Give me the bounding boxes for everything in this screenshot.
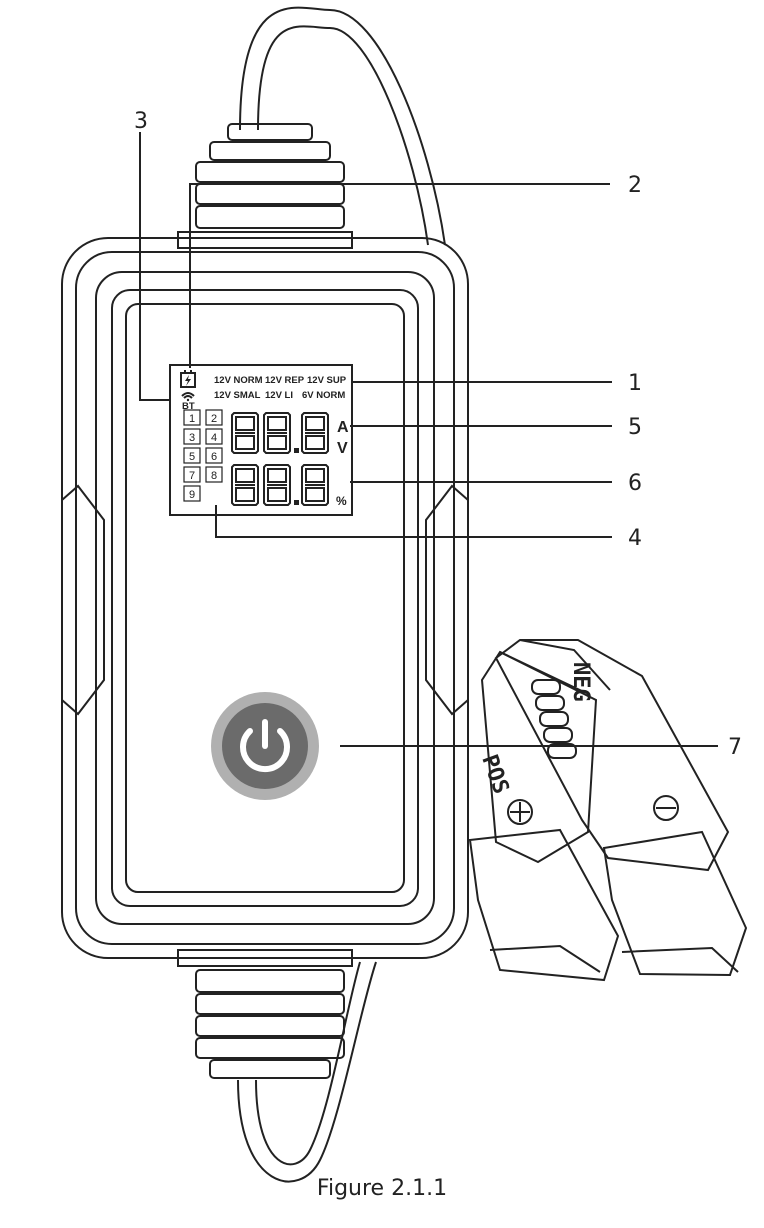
digit-8 — [263, 464, 291, 506]
digit-8 — [263, 412, 291, 454]
step-label-4: 4 — [211, 432, 217, 444]
figure-caption: Figure 2.1.1 — [317, 1176, 447, 1201]
bluetooth-signal-icon — [181, 392, 195, 402]
leader-lines — [139, 132, 718, 747]
leader-2 — [189, 183, 610, 368]
power-button[interactable] — [211, 692, 319, 800]
callout-6: 6 — [628, 471, 642, 496]
mode-12v-norm: 12V NORM — [214, 375, 263, 386]
step-box-2 — [205, 409, 223, 426]
bottom-strain-relief — [177, 949, 353, 1079]
step-label-3: 3 — [189, 432, 195, 444]
step-label-9: 9 — [189, 489, 195, 501]
callout-5: 5 — [628, 415, 642, 440]
step-label-1: 1 — [189, 413, 195, 425]
top-cable — [239, 6, 446, 246]
digits-top — [231, 412, 329, 454]
step-box-9 — [183, 485, 201, 502]
step-indicators: 1 2 3 4 5 6 7 8 9 — [183, 409, 223, 502]
bt-label: BT — [182, 401, 195, 412]
digit-decimal-point — [294, 448, 299, 453]
leader-3 — [139, 132, 170, 401]
digit-8 — [231, 464, 259, 506]
step-box-6 — [205, 447, 223, 464]
clamp-left-stencil: POS — [476, 752, 513, 798]
unit-amps: A — [337, 419, 349, 436]
step-box-3 — [183, 428, 201, 445]
unit-volts: V — [337, 440, 348, 457]
step-label-2: 2 — [211, 413, 217, 425]
step-box-4 — [205, 428, 223, 445]
digit-8 — [301, 412, 329, 454]
clamp-left-screw-icon — [507, 799, 533, 825]
top-strain-relief — [177, 123, 353, 249]
mode-12v-sup: 12V SUP — [307, 375, 347, 386]
mode-12v-rep: 12V REP — [265, 375, 305, 386]
callout-1: 1 — [628, 371, 642, 396]
leader-4 — [215, 505, 612, 538]
callout-2: 2 — [628, 173, 642, 198]
lcd-display: BT 12V NORM 12V REP 12V SUP 12V SMAL 12V… — [169, 364, 353, 516]
callout-7: 7 — [728, 735, 742, 760]
battery-clamps: POS NEG — [468, 639, 748, 982]
callout-3: 3 — [134, 109, 148, 134]
step-box-1 — [183, 409, 201, 426]
step-box-7 — [183, 466, 201, 483]
step-label-8: 8 — [211, 470, 217, 482]
digit-decimal-point — [294, 500, 299, 505]
clamp-cable-grommet — [531, 679, 577, 759]
digit-8 — [301, 464, 329, 506]
unit-percent: % — [336, 494, 347, 508]
clamp-left: POS — [468, 650, 620, 982]
bottom-cable — [237, 961, 377, 1183]
step-label-7: 7 — [189, 470, 195, 482]
mode-12v-smal: 12V SMAL — [214, 390, 261, 401]
power-icon — [240, 719, 290, 773]
lcd-frame — [169, 364, 353, 516]
mode-6v-norm: 6V NORM — [302, 390, 345, 401]
digits-bottom — [231, 464, 329, 506]
charger-housing — [61, 237, 469, 959]
battery-icon — [180, 370, 196, 388]
digit-8 — [231, 412, 259, 454]
clamp-right-screw-icon — [653, 795, 679, 821]
step-label-5: 5 — [189, 451, 195, 463]
clamp-right-stencil: NEG — [568, 662, 593, 702]
step-label-6: 6 — [211, 451, 217, 463]
step-box-8 — [205, 466, 223, 483]
clamp-right: NEG — [494, 639, 748, 977]
mode-12v-li: 12V LI — [265, 390, 293, 401]
callout-4: 4 — [628, 526, 642, 551]
step-box-5 — [183, 447, 201, 464]
